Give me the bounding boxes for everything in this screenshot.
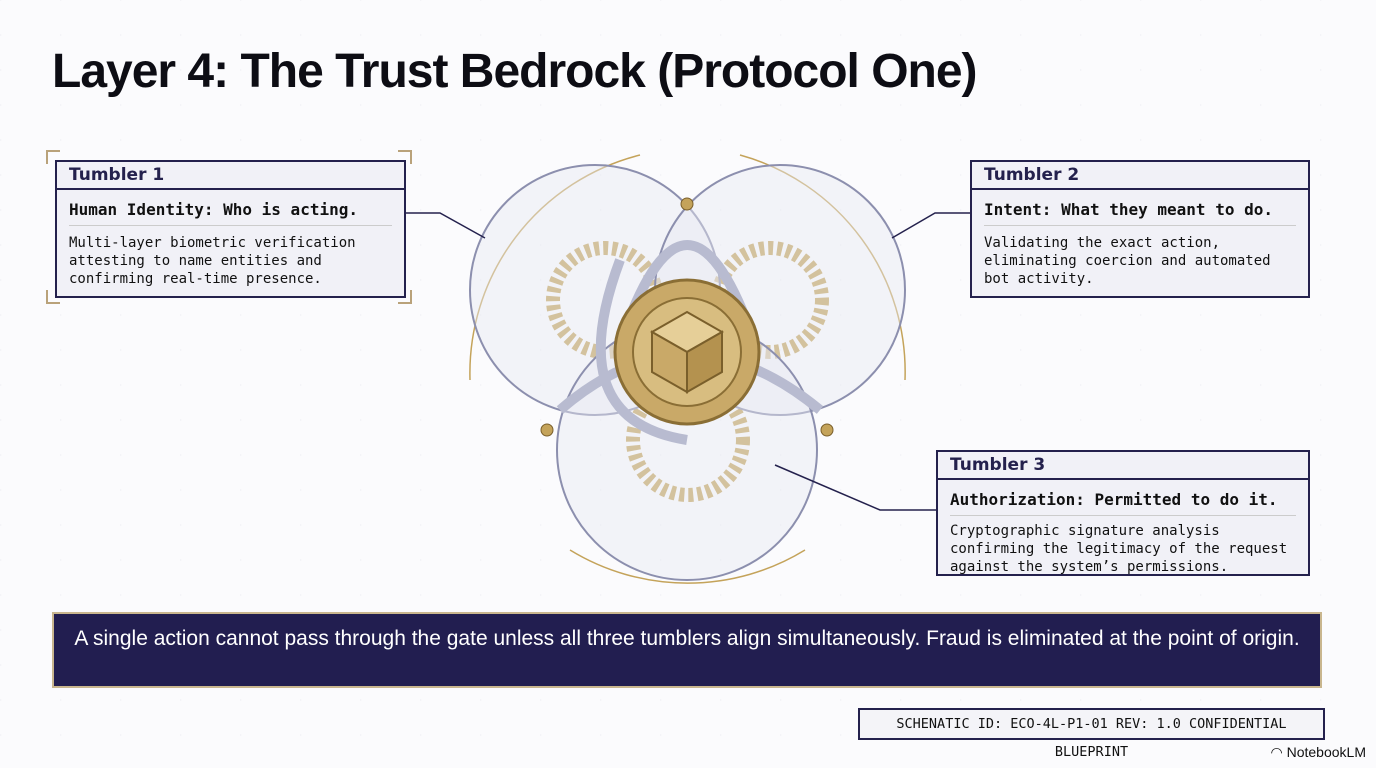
tumbler-heading: Authorization: Permitted to do it. — [950, 490, 1296, 516]
corner-bracket — [46, 290, 60, 304]
corner-bracket — [398, 290, 412, 304]
tumbler-2-card: Tumbler 2 Intent: What they meant to do.… — [970, 160, 1310, 298]
rotation-arrows — [469, 154, 906, 584]
tumbler-body: Cryptographic signature analysis confirm… — [950, 523, 1288, 575]
tumbler-body: Multi-layer biometric verification attes… — [69, 235, 356, 287]
tumbler-heading: Intent: What they meant to do. — [984, 200, 1296, 226]
tumbler-heading: Human Identity: Who is acting. — [69, 200, 392, 226]
notebooklm-logo: ◠ NotebookLM — [1271, 744, 1367, 761]
tumbler-3-card: Tumbler 3 Authorization: Permitted to do… — [936, 450, 1310, 576]
corner-bracket — [46, 150, 60, 164]
cube-icon — [649, 310, 725, 394]
schematic-id: SCHENATIC ID: ECO-4L-P1-01 REV: 1.0 CONF… — [858, 708, 1325, 760]
summary-banner: A single action cannot pass through the … — [52, 612, 1322, 688]
corner-bracket — [398, 150, 412, 164]
brand-name: NotebookLM — [1286, 744, 1366, 760]
tumbler-label: Tumbler 2 — [972, 162, 1308, 190]
notebooklm-icon: ◠ — [1270, 744, 1287, 760]
connector-lines — [406, 212, 970, 511]
tumbler-label: Tumbler 3 — [938, 452, 1308, 480]
tumbler-body: Validating the exact action, eliminating… — [984, 235, 1271, 287]
page-title: Layer 4: The Trust Bedrock (Protocol One… — [52, 45, 978, 98]
tumbler-label: Tumbler 1 — [57, 162, 404, 190]
tumbler-1-card: Tumbler 1 Human Identity: Who is acting.… — [55, 160, 406, 298]
